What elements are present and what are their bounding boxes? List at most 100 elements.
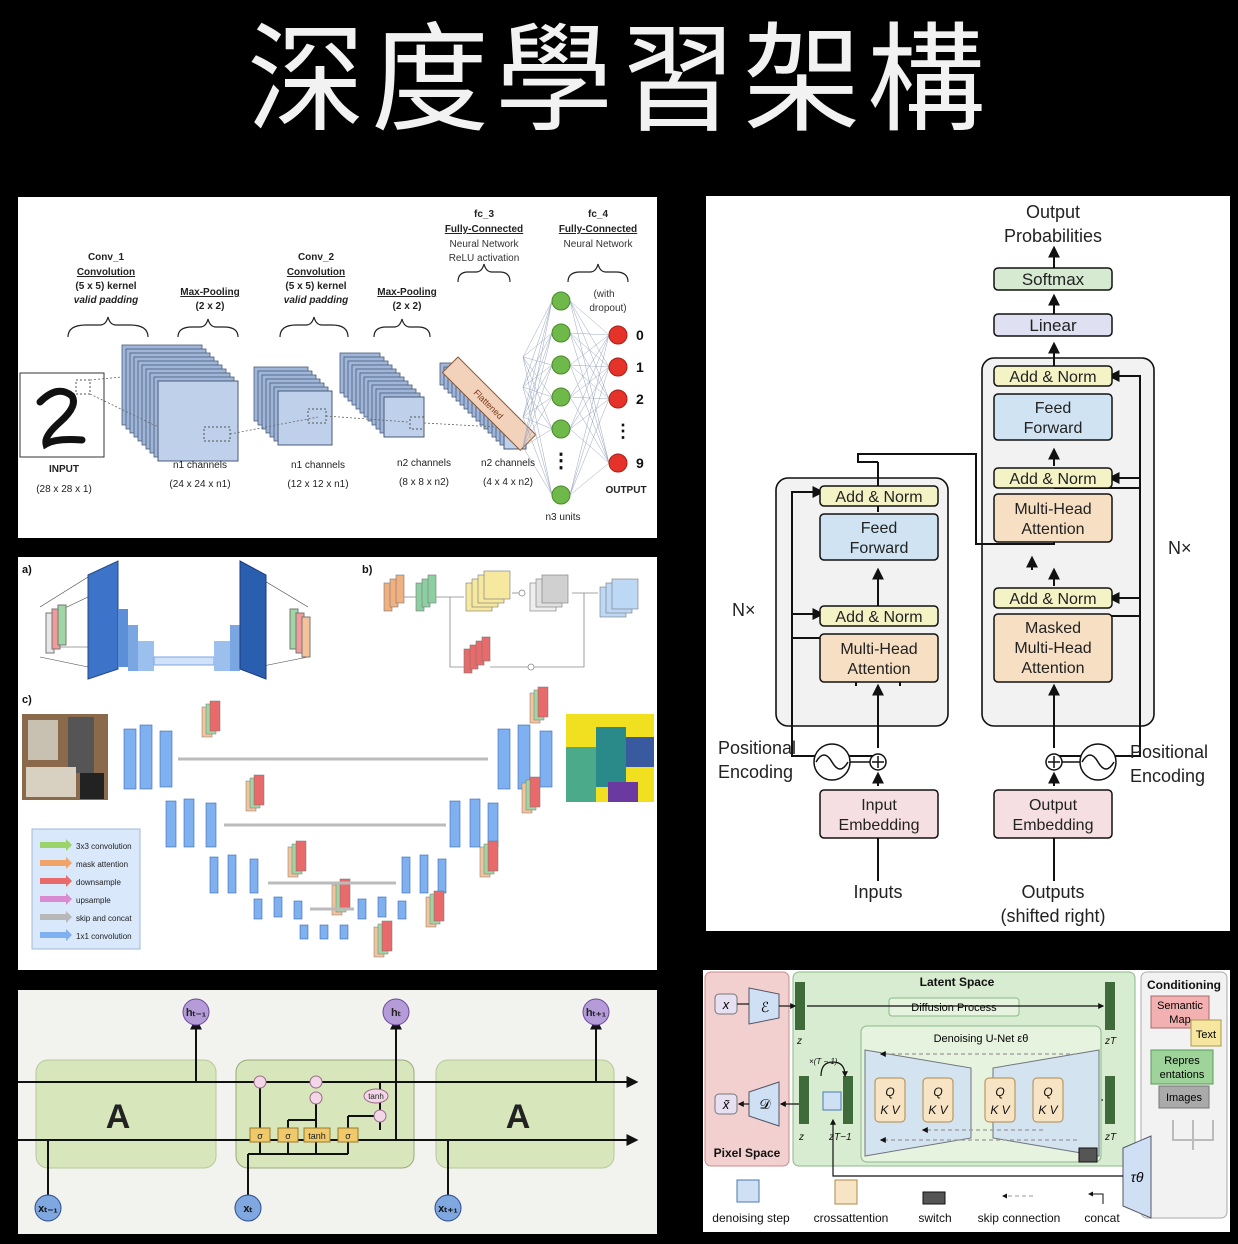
svg-text:Add & Norm: Add & Norm xyxy=(1009,591,1096,608)
segmentation-output xyxy=(566,714,654,802)
legend-swatch xyxy=(40,842,66,848)
text-cond: Text xyxy=(1196,1029,1216,1041)
unet-label-b: b) xyxy=(362,564,373,576)
encoder-decoder-sketch xyxy=(39,560,311,680)
output-probs-0: Output xyxy=(1026,202,1080,222)
fc3-label-2: Neural Network xyxy=(450,239,520,250)
ch2-dim: (12 x 12 x n1) xyxy=(287,479,348,490)
svg-text:Linear: Linear xyxy=(1029,316,1077,335)
output-nodes xyxy=(608,325,628,473)
pool2-label-0: Max-Pooling xyxy=(377,287,436,298)
legend-label: mask attention xyxy=(76,860,128,869)
unet-block xyxy=(449,800,461,848)
inputs-label: Inputs xyxy=(853,882,902,902)
cell-label-left: A xyxy=(106,1098,131,1136)
legend-denoising-step: denoising step xyxy=(712,1211,790,1225)
images-cond: Images xyxy=(1166,1092,1203,1104)
conditioning-label: Conditioning xyxy=(1147,978,1221,992)
softmax-box: Softmax xyxy=(993,267,1113,291)
conv2-label-0: Conv_2 xyxy=(298,252,335,263)
conv1-label-2: (5 x 5) kernel xyxy=(75,281,136,292)
output-label: OUTPUT xyxy=(605,485,646,496)
denoising-step-icon xyxy=(822,1091,842,1111)
svg-text:K V: K V xyxy=(990,1103,1010,1117)
z-t-top: zT xyxy=(1104,1036,1117,1047)
encoder-feed-forward: Feed Forward xyxy=(819,513,939,561)
tau-label: τθ xyxy=(1131,1169,1144,1185)
input-label: INPUT xyxy=(49,464,79,475)
h-left: hₜ₋₁ xyxy=(186,1007,207,1019)
unet-block xyxy=(139,724,153,790)
svg-text:Attention: Attention xyxy=(1021,660,1084,677)
legend-label: upsample xyxy=(76,896,111,905)
svg-text:Q: Q xyxy=(933,1085,942,1099)
unet-block xyxy=(183,798,195,848)
latent-diffusion-panel: Pixel Space Latent Space Conditioning Se… xyxy=(703,970,1230,1232)
legend-swatch xyxy=(40,860,66,866)
denoising-unet-label: Denoising U-Net εθ xyxy=(934,1033,1029,1045)
legend-switch: switch xyxy=(918,1211,951,1225)
output-1: 1 xyxy=(636,359,644,375)
times-label: ×(T − 1) xyxy=(809,1057,838,1066)
decoder-label: 𝒟 xyxy=(759,1096,771,1112)
fc3-label-1: Fully-Connected xyxy=(445,224,523,235)
pos-enc-left-1: Encoding xyxy=(718,762,793,782)
pos-enc-left-0: Positional xyxy=(718,738,796,758)
qkv-block xyxy=(1032,1077,1064,1123)
decoder-add-norm-2: Add & Norm xyxy=(993,467,1113,489)
input-image xyxy=(19,372,105,458)
fc3-label-0: fc_3 xyxy=(474,209,494,220)
svg-text:Attention: Attention xyxy=(847,661,910,678)
unet-block xyxy=(165,800,177,848)
diffusion-process-label: Diffusion Process xyxy=(911,1002,997,1014)
repr-0: Repres xyxy=(1164,1055,1200,1067)
conv2-label-1: Convolution xyxy=(287,267,345,278)
outputs-label-1: (shifted right) xyxy=(1000,906,1105,926)
pool2-label-1: (2 x 2) xyxy=(393,301,422,312)
legend-label: downsample xyxy=(76,878,121,887)
legend-swatch xyxy=(40,878,66,884)
svg-text:Output: Output xyxy=(1029,797,1078,814)
svg-text:Softmax: Softmax xyxy=(1022,270,1085,289)
legend-label: 1x1 convolution xyxy=(76,932,132,941)
gate-forget: σ xyxy=(257,1131,263,1141)
unet-block xyxy=(419,854,429,894)
linear-box: Linear xyxy=(993,313,1113,337)
unet-block xyxy=(253,898,263,920)
unet-block xyxy=(249,858,259,894)
fc3-label-3: ReLU activation xyxy=(449,253,520,264)
semantic-map-0: Semantic xyxy=(1157,1000,1203,1012)
conv1-label-3: valid padding xyxy=(74,295,138,306)
unet-block xyxy=(401,856,411,894)
repr-1: entations xyxy=(1160,1069,1205,1081)
unet-diagram-panel: a) b) c) xyxy=(18,557,657,970)
ch4-dim: (4 x 4 x n2) xyxy=(483,477,533,488)
fc3-nodes xyxy=(551,291,571,505)
unet-block xyxy=(517,724,531,790)
unet-block xyxy=(319,924,329,940)
legend-swatch xyxy=(40,932,66,938)
svg-text:Embedding: Embedding xyxy=(1013,817,1094,834)
h-mid: hₜ xyxy=(391,1007,401,1019)
z-bottom: z xyxy=(798,1132,804,1143)
unet-blocks xyxy=(123,686,553,958)
lstm-diagram-panel: A A σ σ tanh σ tanh xyxy=(18,990,657,1234)
output-embedding: Output Embedding xyxy=(993,789,1113,839)
pool1-label-1: (2 x 2) xyxy=(196,301,225,312)
semantic-map-1: Map xyxy=(1169,1014,1190,1026)
svg-text:Add & Norm: Add & Norm xyxy=(835,489,922,506)
svg-text:K V: K V xyxy=(1038,1103,1058,1117)
legend-swatch xyxy=(40,896,66,902)
unet-block xyxy=(339,924,349,940)
svg-text:Embedding: Embedding xyxy=(839,817,920,834)
unet-block xyxy=(357,898,367,920)
svg-text:Forward: Forward xyxy=(1024,420,1083,437)
fc4-label-2: Neural Network xyxy=(564,239,634,250)
feature-stack-1 xyxy=(121,344,239,462)
unet-block xyxy=(497,728,511,790)
pos-enc-right-0: Positional xyxy=(1130,742,1208,762)
conv1-label-1: Convolution xyxy=(77,267,135,278)
conv2-label-3: valid padding xyxy=(284,295,348,306)
svg-text:Add & Norm: Add & Norm xyxy=(1009,369,1096,386)
